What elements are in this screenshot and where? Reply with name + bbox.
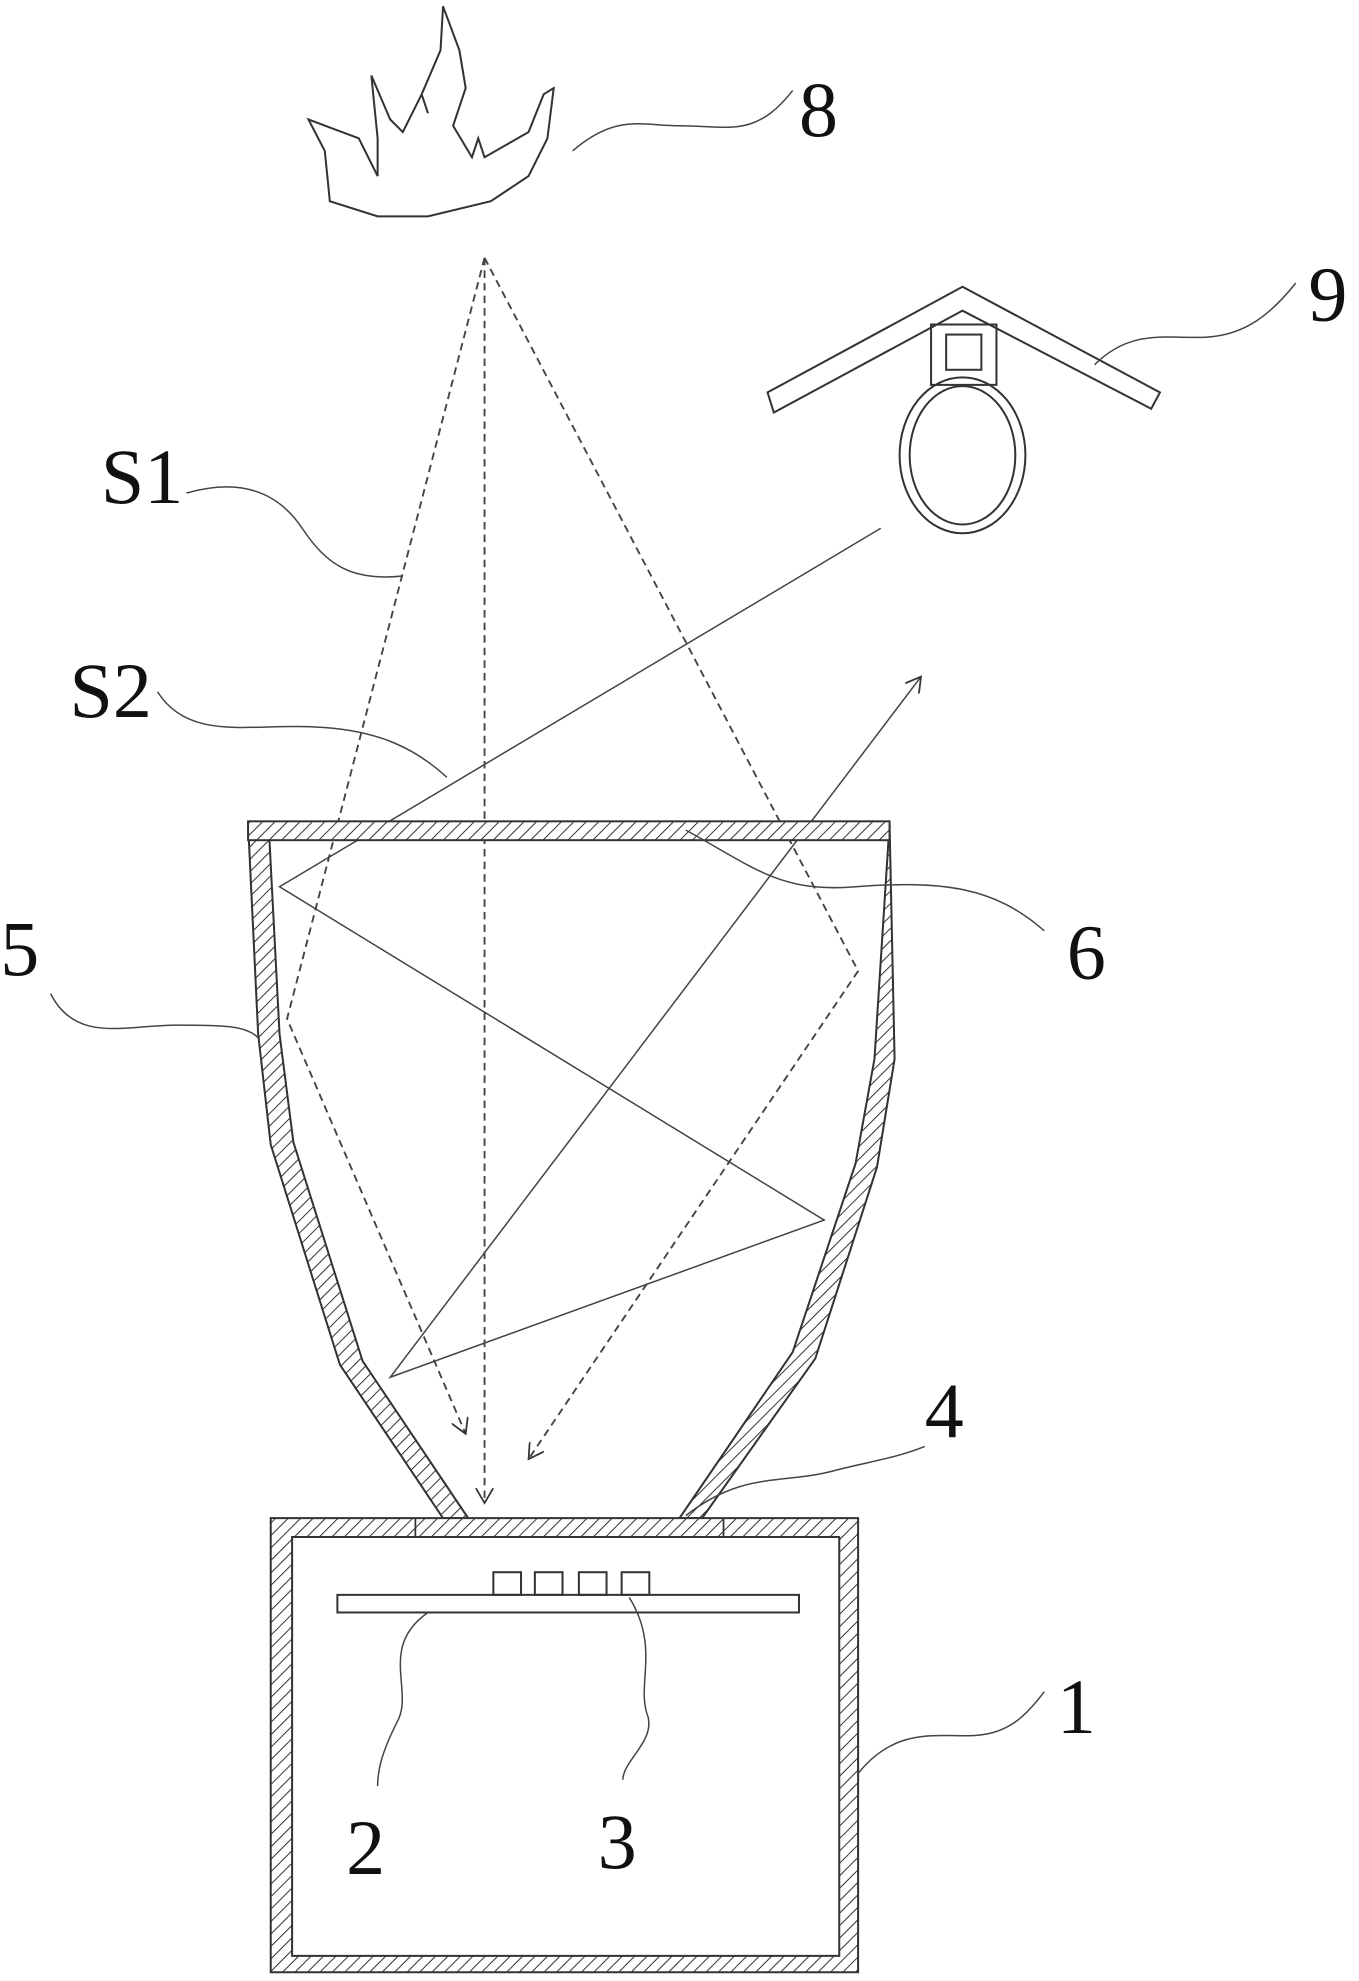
leader-s2 (156, 691, 448, 778)
label-s2: S2 (69, 648, 151, 734)
label-s1: S1 (101, 434, 183, 520)
camera-icon (766, 285, 1162, 535)
cover-5 (246, 820, 896, 1520)
leader-1 (857, 1691, 1045, 1774)
solid-ray-s2 (278, 527, 921, 1379)
dashed-rays-s1 (286, 257, 860, 1503)
leader-s1 (186, 486, 403, 578)
label-8: 8 (799, 67, 838, 153)
leader-8 (572, 90, 794, 152)
leader-9 (1094, 282, 1297, 366)
label-3: 3 (598, 1799, 637, 1885)
label-6: 6 (1067, 910, 1106, 996)
flame-icon (306, 5, 555, 218)
housing-1 (269, 1517, 860, 1974)
leader-5 (49, 993, 259, 1039)
leader-2 (376, 1611, 429, 1787)
label-5: 5 (0, 906, 39, 992)
leader-6 (685, 829, 1045, 932)
label-1: 1 (1057, 1664, 1096, 1750)
label-9: 9 (1308, 252, 1347, 338)
label-2: 2 (346, 1805, 385, 1891)
leader-4 (685, 1445, 926, 1517)
circuit-board-2 (336, 1593, 800, 1614)
window-6 (247, 820, 891, 842)
sensor-chips-3 (492, 1571, 651, 1596)
label-4: 4 (925, 1369, 964, 1455)
leader-3 (622, 1596, 650, 1780)
